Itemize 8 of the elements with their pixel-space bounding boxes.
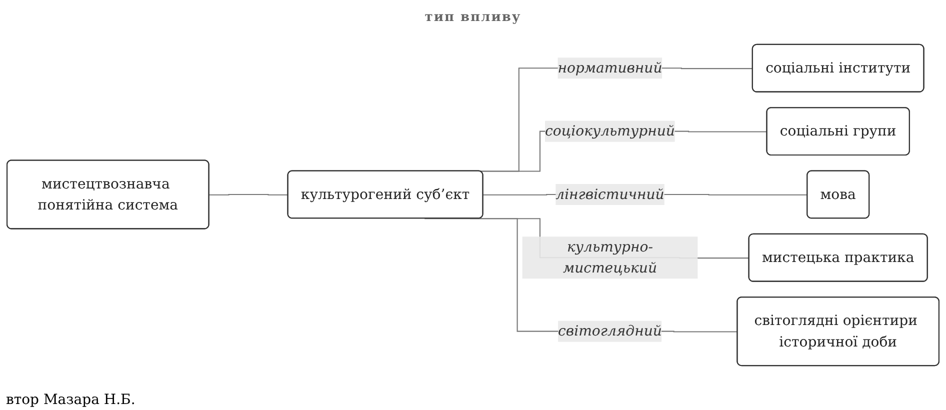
edge-label: нормативний — [558, 59, 662, 76]
edge-label: лінгвістичний — [556, 186, 664, 202]
column-heading: тип впливу — [424, 10, 522, 25]
author-note: втор Мазара Н.Б. — [6, 392, 136, 408]
edge-label: світоглядний — [558, 322, 662, 340]
edge-label: культурно-мистецький — [562, 238, 658, 276]
connector — [209, 194, 288, 196]
edge-label: соціокультурний — [545, 122, 675, 140]
